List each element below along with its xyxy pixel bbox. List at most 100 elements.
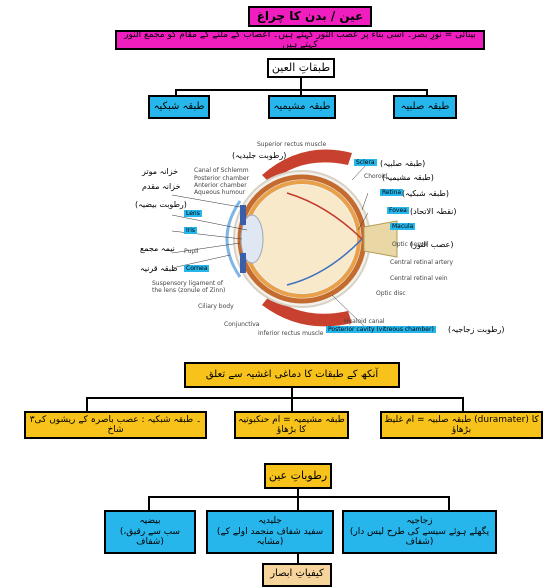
relation-heading-text: آنکھ کے طبقات کا دماغی اغشیہ سے تعلق [205,369,379,381]
footer-box: کیفیاتِ ابصار [262,563,332,587]
pointer-line [171,214,248,231]
optic-nerve-shape [363,220,398,258]
inferior-rectus-shape [262,295,352,327]
connector-line [297,496,299,510]
superior-rectus-shape [262,149,352,183]
label-conjunctiva: Conjunctiva [224,321,260,328]
title-box: عین / بدن کا چراغ [248,6,372,27]
connector-line [297,554,299,564]
relation-heading-box: آنکھ کے طبقات کا دماغی اغشیہ سے تعلق [184,362,400,388]
urdu-label-choroid: (طبقہ مشیمیہ) [382,173,434,182]
humours-heading-box: رطوباتِ عین [264,463,332,489]
layers-heading-text: طبقاتِ العین [271,60,331,74]
humour-box-aqueous: بیضیہ (سب سے رقیق، شفاف) [104,510,196,554]
connector-line [291,388,293,398]
label-sclera: Sclera [354,159,377,166]
urdu-label-fovea: (نقطہ الاتحاد) [410,207,457,216]
relation-box-retina: ۳۔ طبقہ شبکیہ : عصب باصرہ کے ریشوں کی شا… [24,411,207,439]
humour-box-crystalline: جلیدیہ (سفید شفاف منجمد اولے کے مشابہ) [206,510,334,554]
connector-line [448,496,450,510]
humour-desc: (سب سے رقیق، شفاف) [119,526,181,548]
pointer-line [361,192,369,211]
urdu-label-sclera: (طبقہ صلبیہ) [380,159,426,168]
layer-box-retina: طبقہ شبکیہ [148,95,210,119]
label-superior-rectus: Superior rectus muscle [257,141,327,148]
humour-desc: (سفید شفاف منجمد اولے کے مشابہ) [216,526,324,548]
urdu-label-vitreous-bottom: (رطوبت زجاجیہ) [448,325,505,334]
humour-desc: (پگھلے ہوئے سیسے کی طرح لیس دار شفاف) [349,526,490,548]
label-canal: Canal of Schlemm [194,167,249,174]
pointer-line [171,242,241,254]
connector-line [297,489,299,497]
layer-box-sclera: طبقہ صلبیہ [393,95,457,119]
vessel-line [286,238,363,286]
humour-box-vitreous: زجاجیہ (پگھلے ہوئے سیسے کی طرح لیس دار ش… [342,510,497,554]
label-iris: Iris [184,227,198,234]
label-anterior-chamber: Anterior chamber [194,182,247,189]
iris-shape [240,253,246,273]
connector-line [148,496,150,510]
relation-box-sclera: طبقہ صلبیہ = ام غلیظ (duramater) کا بڑھا… [380,411,543,439]
urdu-label-retina: (طبقہ شبکیہ) [402,189,449,198]
humour-name: جلیدیہ [258,516,282,527]
urdu-label-optic-nerve: (عصب الثور) [410,240,454,249]
humours-heading-text: رطوباتِ عین [268,468,328,482]
label-optic-disc: Optic disc [376,290,406,297]
iris-shape [240,205,246,225]
pointer-line [357,212,369,231]
connector-line [462,397,464,411]
label-lens: Lens [184,210,202,217]
label-retina: Retina [380,189,404,196]
label-central-artery: Central retinal artery [390,259,454,266]
pointer-line [331,294,369,331]
definition-banner: بینائی = نورِ بصر۔ اسی بناء پر عصب الثور… [115,30,485,50]
label-optic-nerve: Optic nerve [392,241,427,248]
label-ciliary: Ciliary body [198,303,234,310]
eye-anatomy-figure: Superior rectus muscle Canal of Schlemm … [112,135,454,340]
connector-line [86,397,464,399]
connector-line [300,78,302,90]
label-posterior-cavity: Posterior cavity (vitreous chamber) [326,326,436,333]
connector-line [426,89,428,95]
layer-label: طبقہ مشیمیہ [273,101,331,113]
pointer-line [171,230,243,240]
relation-label: ۳۔ طبقہ شبکیہ : عصب باصرہ کے ریشوں کی شا… [29,414,202,435]
layer-label: طبقہ شبکیہ [153,101,205,113]
label-central-vein: Central retinal vein [390,275,448,282]
label-hyaloid: Hyaloid canal [344,318,385,325]
urdu-label-vitreous: (رطوبت جلیدیہ) [232,151,287,160]
connector-line [86,397,88,411]
urdu-label-muscle1: خزانہ موتر [142,167,179,176]
label-aqueous: Aqueous humour [194,189,246,196]
urdu-label-cornea: طبقہ قرنیہ [140,264,178,273]
label-pupil: Pupil [184,248,199,255]
label-choroid: Choroid [364,173,388,180]
pointer-line [171,254,231,269]
label-macula: Macula [390,223,416,230]
layers-heading-box: طبقاتِ العین [267,58,335,78]
cornea-shape [225,200,242,278]
relation-label: طبقہ مشیمیہ = ام حنکبوتیہ کا بڑھاؤ [238,414,345,435]
eye-illustration [171,149,398,331]
label-suspensory: Suspensory ligament of the lens (zonule … [152,280,226,294]
label-posterior-chamber: Posterior chamber [194,175,250,182]
connector-line [291,397,293,411]
urdu-label-pupil: نیمہ مجمع [140,244,175,253]
definition-text: بینائی = نورِ بصر۔ اسی بناء پر عصب الثور… [124,30,476,50]
connector-line [300,89,302,95]
vessel-line [286,192,363,240]
urdu-label-muscle2: خزانہ مقدم [142,182,181,191]
label-inferior-rectus: Inferior rectus muscle [258,330,324,337]
title-text: عین / بدن کا چراغ [256,8,364,23]
layer-box-choroid: طبقہ مشیمیہ [268,95,336,119]
pointer-line [171,194,241,208]
label-fovea: Fovea [387,207,409,214]
footer-text: کیفیاتِ ابصار [270,568,324,579]
humour-name: بیضیہ [139,516,161,527]
urdu-label-aqueous: (رطوبت بیضیہ) [135,200,187,209]
vitreous-shape [248,185,356,293]
relation-box-choroid: طبقہ مشیمیہ = ام حنکبوتیہ کا بڑھاؤ [234,411,349,439]
connector-line [148,496,450,498]
humour-name: زجاجیہ [406,516,433,527]
